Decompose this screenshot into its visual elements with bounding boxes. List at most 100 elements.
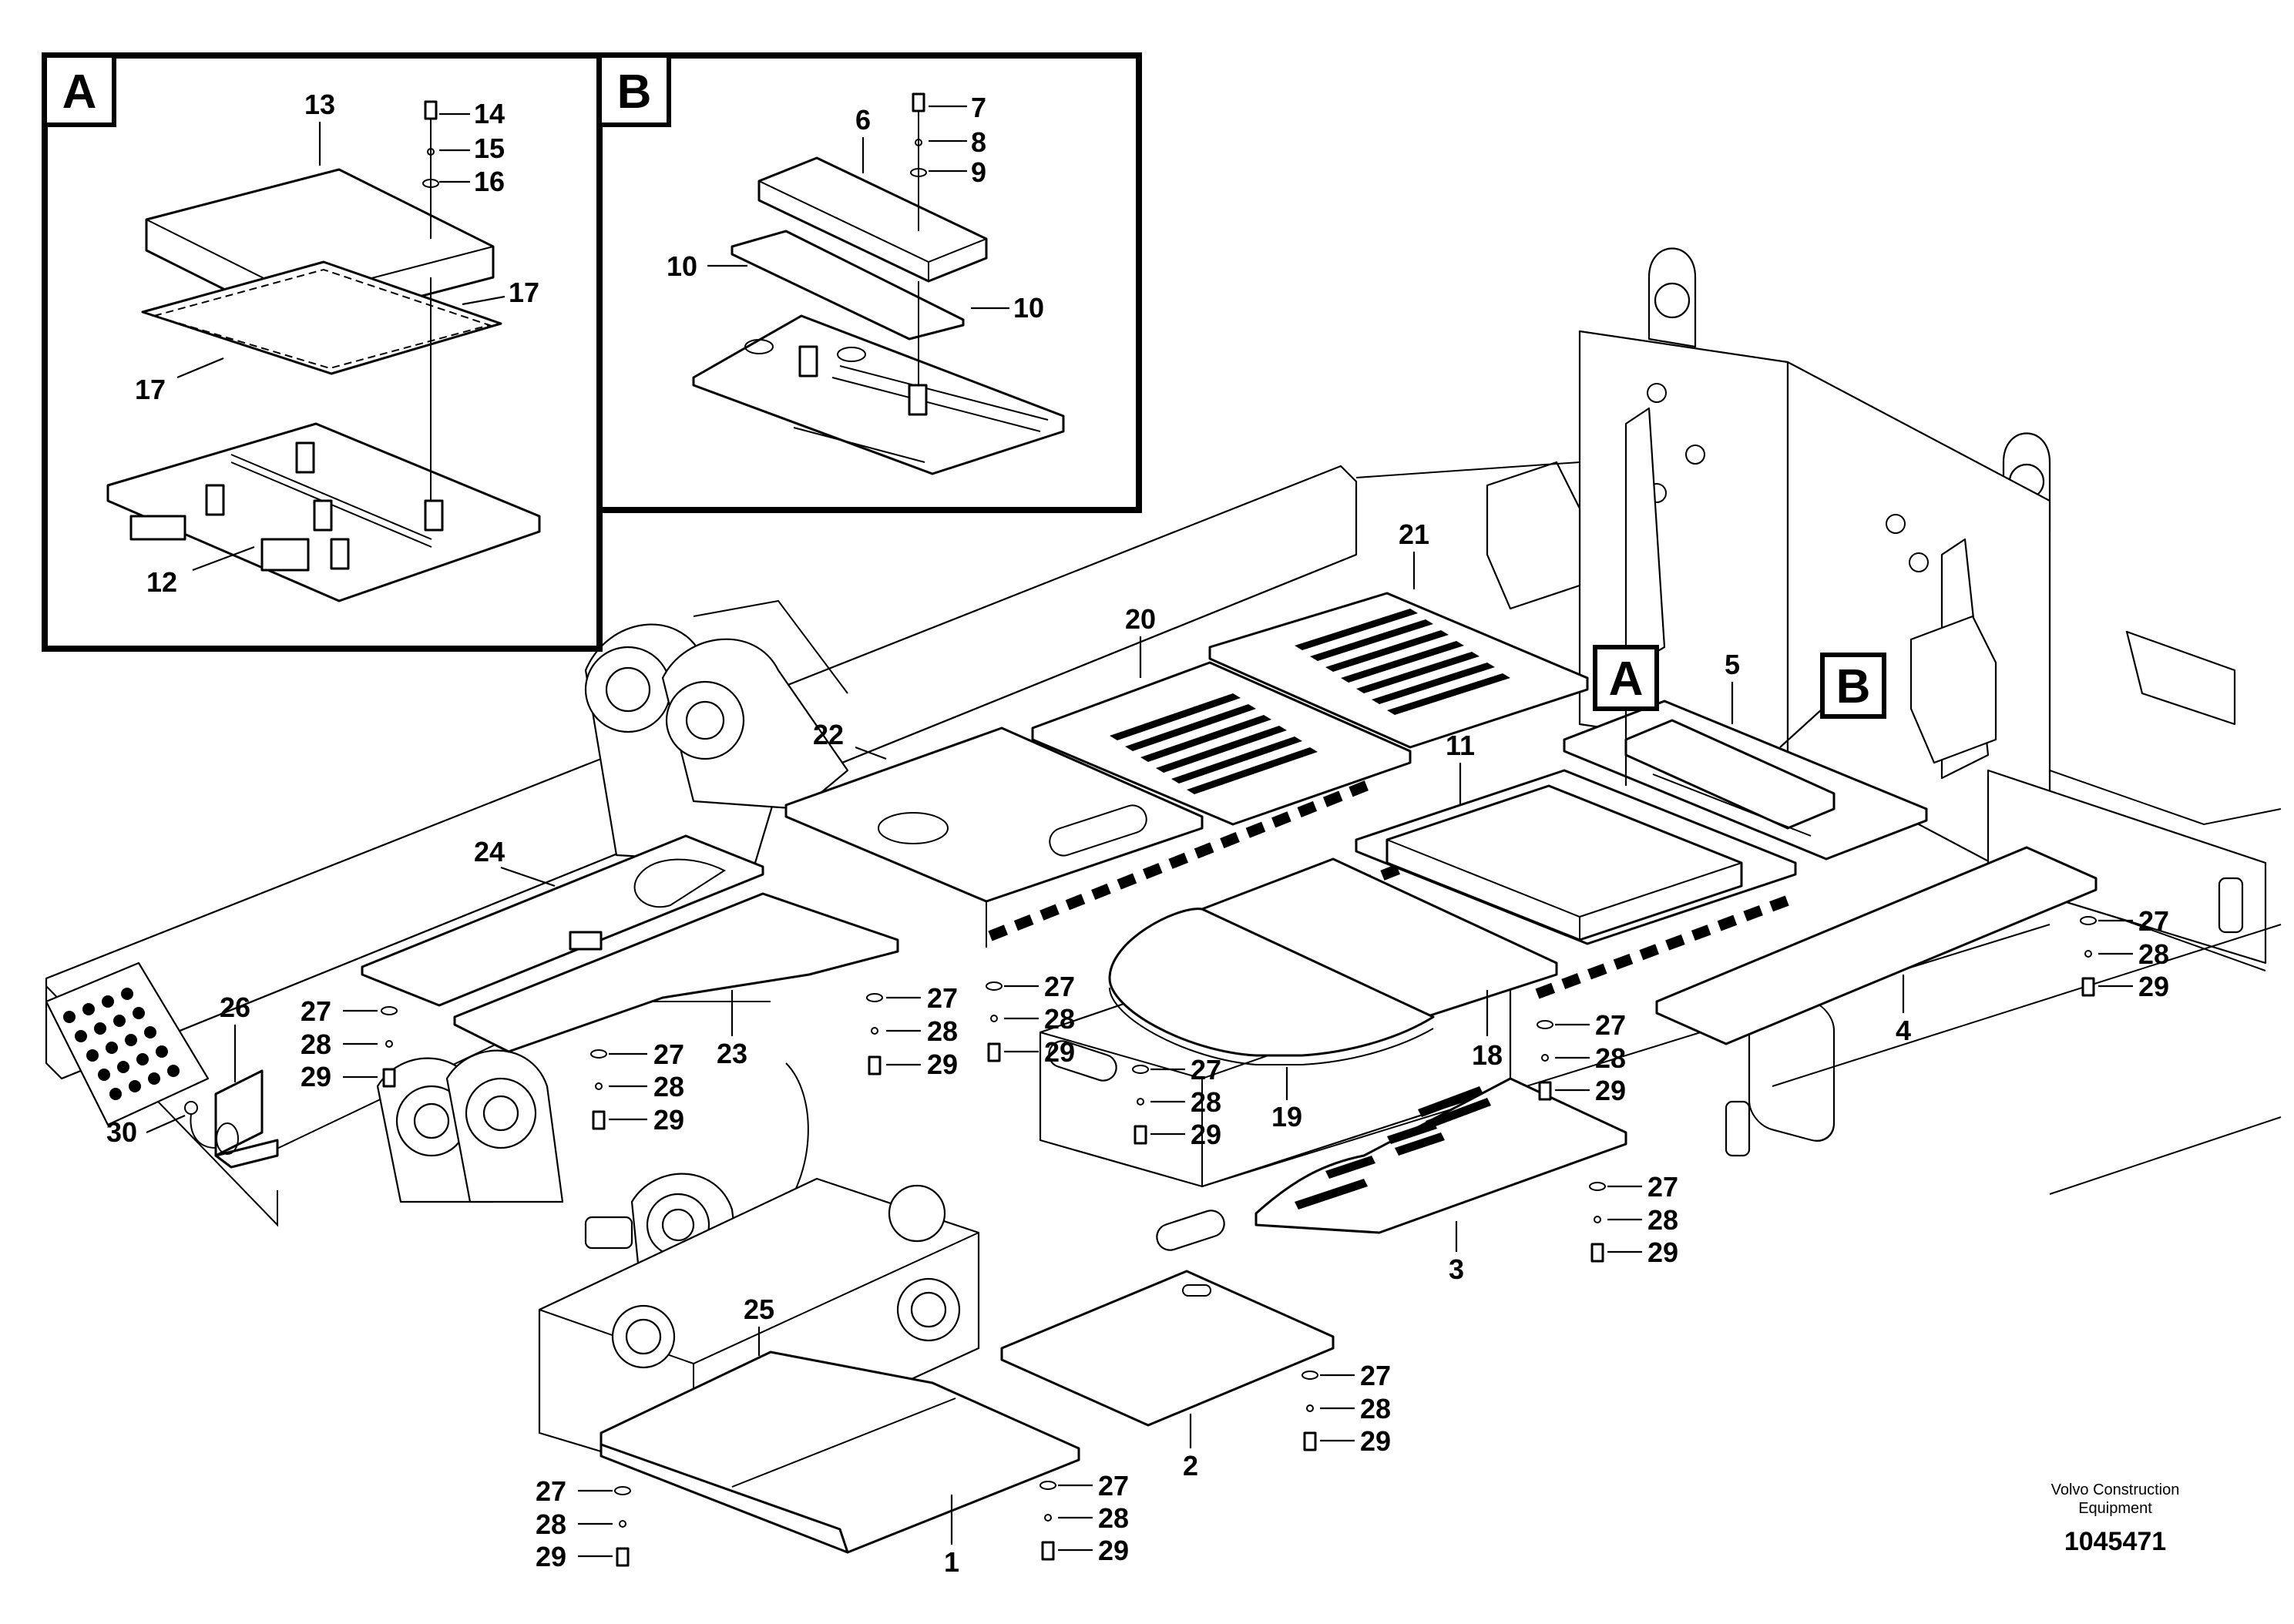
callout-10-right: 10 bbox=[1013, 292, 1044, 324]
detail-a-tag-label: A bbox=[62, 65, 97, 119]
callout-29: 29 bbox=[536, 1541, 566, 1572]
detail-a-inset: A 13 14 15 16 17 17 bbox=[42, 52, 603, 652]
callout-27: 27 bbox=[1098, 1470, 1129, 1502]
callout-1: 1 bbox=[944, 1546, 959, 1578]
callout-28: 28 bbox=[927, 1015, 958, 1047]
main-tag-b bbox=[1820, 653, 1886, 719]
fastener-stack: 27 28 29 bbox=[1040, 1470, 1129, 1566]
callout-13: 13 bbox=[304, 89, 335, 120]
fastener-stack: 27 28 29 bbox=[1302, 1360, 1391, 1457]
drawing-number: 1045471 bbox=[2064, 1527, 2166, 1556]
callout-29: 29 bbox=[1647, 1236, 1678, 1268]
callout-27: 27 bbox=[1360, 1360, 1391, 1391]
fastener-stack: 27 28 29 bbox=[1589, 1171, 1678, 1268]
callout-30: 30 bbox=[106, 1116, 137, 1148]
company-name-line1: Volvo Construction bbox=[2051, 1481, 2180, 1498]
cover-plate-23 bbox=[453, 892, 899, 1053]
callout-27: 27 bbox=[1044, 971, 1075, 1002]
callout-29: 29 bbox=[1360, 1425, 1391, 1457]
callout-19: 19 bbox=[1271, 1101, 1302, 1132]
fastener-stack: 27 28 29 bbox=[866, 982, 958, 1080]
cover-plate-11 bbox=[1355, 769, 1797, 945]
support-block-6 bbox=[757, 156, 988, 283]
callout-29: 29 bbox=[301, 1061, 331, 1092]
spacer bbox=[424, 499, 444, 532]
detail-b-tag-label: B bbox=[617, 65, 652, 119]
bracket-26 bbox=[184, 1069, 279, 1169]
callout-6: 6 bbox=[855, 104, 871, 136]
callout-27: 27 bbox=[2138, 905, 2169, 937]
washer-9 bbox=[910, 168, 927, 177]
cover-plate-1 bbox=[600, 1443, 849, 1554]
cover-plate-4 bbox=[1655, 846, 2098, 1045]
detail-a-tag bbox=[42, 53, 116, 127]
company-name-line2: Equipment bbox=[2078, 1500, 2152, 1517]
main-tag-b-label: B bbox=[1836, 660, 1871, 713]
detail-b-inset: B 6 7 8 9 10 10 bbox=[596, 52, 1142, 513]
cover-plate-19 bbox=[1108, 908, 1435, 1065]
callout-29: 29 bbox=[653, 1104, 684, 1136]
washer-15 bbox=[427, 148, 435, 156]
fastener-stack: 27 28 29 bbox=[536, 1475, 631, 1572]
walkway-grating bbox=[45, 961, 210, 1126]
cover-plate-24 bbox=[361, 834, 764, 1007]
callout-27: 27 bbox=[1595, 1009, 1626, 1041]
callout-5: 5 bbox=[1725, 649, 1740, 680]
main-tag-a bbox=[1593, 645, 1659, 711]
bolt-7 bbox=[912, 92, 925, 112]
vented-cover-21 bbox=[1208, 592, 1589, 749]
callout-2: 2 bbox=[1183, 1450, 1198, 1481]
gasket-17 bbox=[141, 260, 502, 375]
spacer bbox=[295, 441, 315, 474]
callout-28: 28 bbox=[2138, 938, 2169, 970]
callout-28: 28 bbox=[653, 1071, 684, 1102]
callout-27: 27 bbox=[927, 982, 958, 1014]
callout-25: 25 bbox=[744, 1293, 774, 1325]
callout-29: 29 bbox=[1098, 1535, 1129, 1566]
callout-16: 16 bbox=[474, 166, 505, 197]
fastener-stack: 27 28 29 bbox=[986, 971, 1075, 1068]
fastener-stack: 27 28 29 bbox=[1537, 1009, 1626, 1106]
fastener-stack: 27 28 29 bbox=[2080, 905, 2169, 1002]
vented-cover-3 bbox=[1254, 1077, 1627, 1234]
callout-29: 29 bbox=[1595, 1075, 1626, 1106]
callout-3: 3 bbox=[1449, 1253, 1464, 1285]
callout-8: 8 bbox=[971, 126, 986, 158]
spacer bbox=[330, 538, 350, 570]
callout-27: 27 bbox=[536, 1475, 566, 1507]
callout-9: 9 bbox=[971, 156, 986, 188]
spacer bbox=[908, 384, 928, 416]
callout-23: 23 bbox=[717, 1038, 747, 1069]
callout-11: 11 bbox=[1446, 730, 1475, 761]
callout-20: 20 bbox=[1125, 603, 1156, 635]
callout-7: 7 bbox=[971, 92, 986, 123]
callout-28: 28 bbox=[1647, 1204, 1678, 1236]
callout-27: 27 bbox=[1191, 1054, 1221, 1085]
callout-26: 26 bbox=[220, 992, 250, 1023]
cover-plate-22 bbox=[784, 726, 1204, 948]
spacer bbox=[313, 499, 333, 532]
detail-b-tag bbox=[597, 53, 671, 127]
washer-8 bbox=[915, 139, 922, 146]
callout-15: 15 bbox=[474, 133, 505, 164]
main-tag-a-label: A bbox=[1609, 653, 1644, 706]
callout-28: 28 bbox=[1360, 1393, 1391, 1424]
washer-16 bbox=[422, 179, 439, 188]
callout-29: 29 bbox=[2138, 971, 2169, 1002]
base-plate-b bbox=[692, 314, 1065, 475]
callout-17-left: 17 bbox=[135, 374, 166, 405]
spacer bbox=[798, 345, 818, 377]
callout-27: 27 bbox=[653, 1038, 684, 1070]
callout-28: 28 bbox=[1595, 1042, 1626, 1074]
fastener-stack: 27 28 29 bbox=[301, 995, 398, 1092]
upper-frame-structure bbox=[45, 247, 2282, 1481]
fastener-stack: 27 28 29 bbox=[1132, 1054, 1221, 1150]
callout-18: 18 bbox=[1472, 1039, 1503, 1071]
bolt-14 bbox=[424, 100, 438, 120]
callout-12: 12 bbox=[146, 566, 177, 598]
callout-24: 24 bbox=[474, 836, 505, 867]
callout-28: 28 bbox=[1044, 1003, 1075, 1035]
callout-28: 28 bbox=[536, 1508, 566, 1540]
callout-14: 14 bbox=[474, 98, 505, 129]
